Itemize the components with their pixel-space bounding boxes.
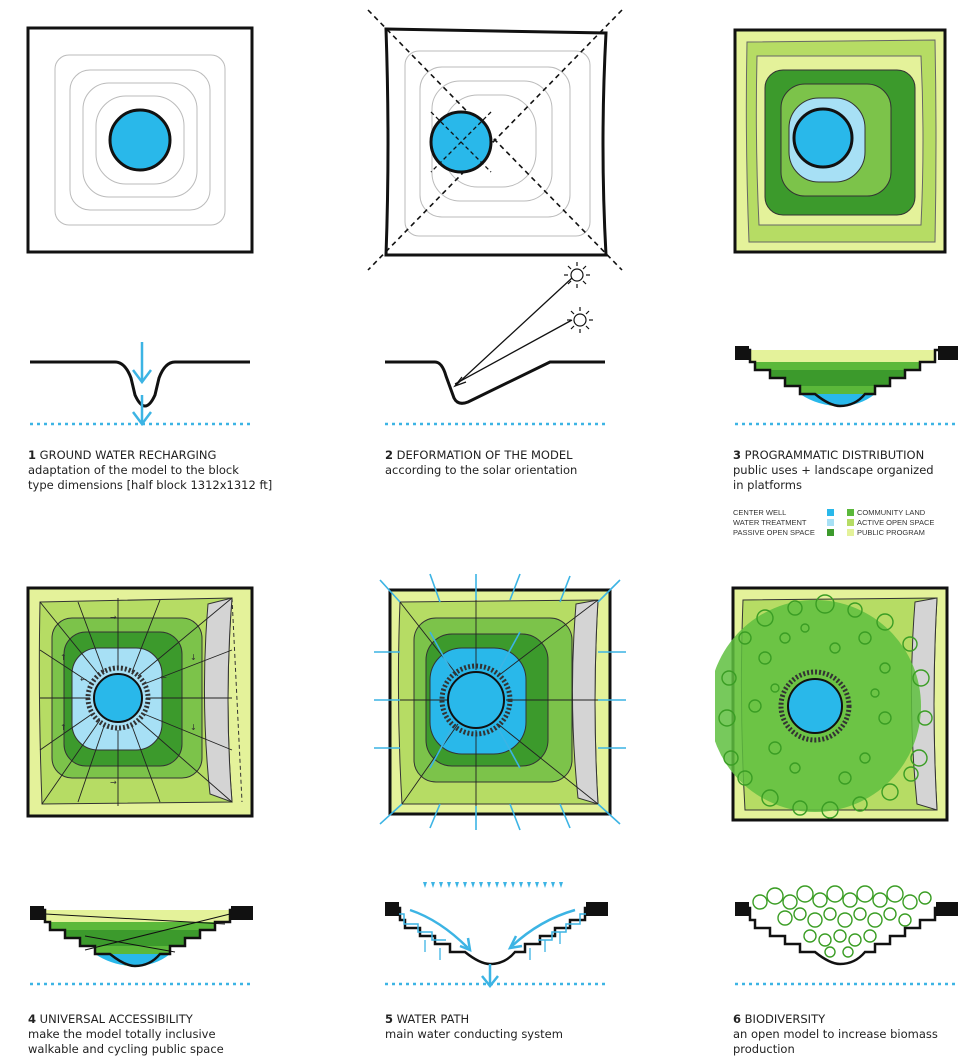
center-well [108,108,172,172]
caption-1: 1 GROUND WATER RECHARGING adaptation of … [28,448,273,492]
section-6 [730,880,959,995]
caption-6: 6 BIODIVERSITY an open model to increase… [733,1012,938,1056]
center-well [787,678,843,734]
plan-4-accessibility: ↑ ↑ ↓ ↓ → → ← ← [20,580,260,830]
center-well [792,107,854,169]
caption-5: 5 WATER PATH main water conducting syste… [385,1012,563,1041]
caption-3: 3 PROGRAMMATIC DISTRIBUTION public uses … [733,448,934,492]
svg-text:←: ← [160,673,167,682]
svg-text:↑: ↑ [60,653,67,662]
sun-icon [567,307,593,333]
center-well [93,673,143,723]
svg-text:↑: ↑ [60,723,67,732]
plan-6-biodiversity [715,578,955,828]
plan-3-programmatic [725,20,955,260]
svg-text:←: ← [80,675,87,684]
caption-4: 4 UNIVERSAL ACCESSIBILITY make the model… [28,1012,224,1056]
svg-text:↓: ↓ [190,653,197,662]
section-2-solar [380,258,610,438]
caption-2: 2 DEFORMATION OF THE MODEL according to … [385,448,578,477]
section-3 [730,340,959,435]
svg-text:→: → [110,778,117,787]
svg-text:→: → [110,613,117,622]
sun-icon [564,262,590,288]
section-4 [25,900,265,995]
section-5 [380,880,610,995]
plan-2-deformation [360,5,630,275]
section-1 [25,340,265,435]
plan-5-water-path [370,572,630,832]
plan-1-ground-water [20,20,260,260]
svg-text:↓: ↓ [190,723,197,732]
center-well [447,671,505,729]
